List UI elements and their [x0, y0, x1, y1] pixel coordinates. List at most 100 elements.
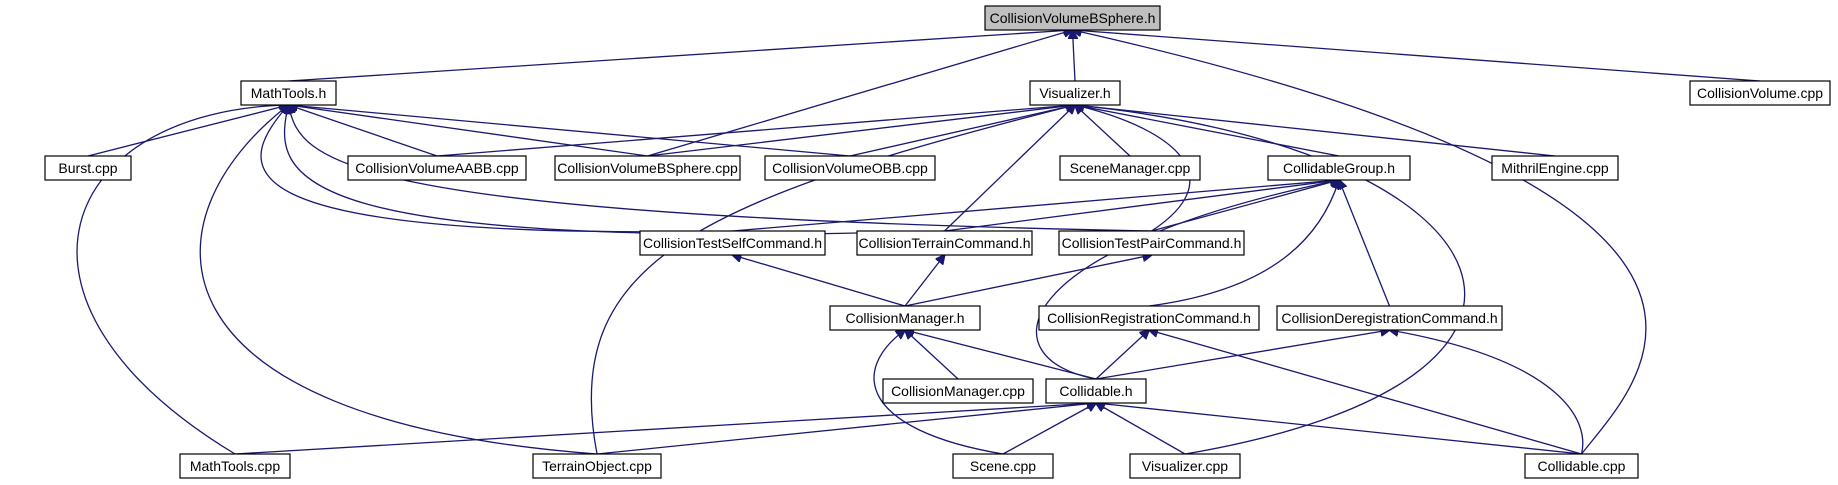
edges-layer [76, 30, 1761, 455]
node-collidable-cpp[interactable]: Collidable.cpp [1524, 453, 1639, 479]
node-collisionvolumebsphere-h[interactable]: CollisionVolumeBSphere.h [984, 5, 1161, 31]
node-mithrilengine-cpp[interactable]: MithrilEngine.cpp [1491, 155, 1619, 181]
node-label: Visualizer.h [1039, 85, 1110, 101]
edge-collidable_cpp-to-collisionvolumebsphere_h [1073, 30, 1647, 455]
node-box[interactable] [1491, 155, 1619, 181]
node-box[interactable] [1058, 230, 1245, 256]
node-label: Scene.cpp [970, 458, 1036, 474]
edge-collisionderegistrationcommand_h-to-collidablegroup_h [1339, 180, 1391, 307]
node-label: CollisionTerrainCommand.h [859, 235, 1031, 251]
node-label: Collidable.h [1059, 383, 1132, 399]
node-box[interactable] [856, 230, 1033, 256]
node-box[interactable] [240, 80, 337, 106]
node-box[interactable] [1129, 453, 1241, 479]
edge-collidable_h-to-collidablegroup_h [1035, 180, 1339, 380]
node-label: CollisionVolumeOBB.cpp [772, 160, 928, 176]
node-label: TerrainObject.cpp [542, 458, 652, 474]
node-box[interactable] [1276, 305, 1503, 331]
edge-collisiontestselfcommand_h-to-mathtools_h [260, 105, 733, 233]
node-mathtools-h[interactable]: MathTools.h [240, 80, 337, 106]
edge-collisionvolumebsphere_cpp-to-collisionvolumebsphere_h [647, 30, 1073, 157]
edge-mathtools_h-to-collisionvolumebsphere_h [288, 30, 1073, 82]
edge-collisionvolumeobb_cpp-to-mathtools_h [289, 105, 851, 157]
node-box[interactable] [1029, 80, 1121, 106]
edge-collisionregistrationcommand_h-to-collidablegroup_h [1148, 180, 1339, 307]
edge-scene_cpp-to-collisionmanager_h [873, 330, 1004, 455]
node-collisionvolume-cpp[interactable]: CollisionVolume.cpp [1689, 80, 1831, 106]
edge-collisionvolume_cpp-to-collisionvolumebsphere_h [1073, 30, 1761, 82]
edge-collidablegroup_h-to-visualizer_h [1075, 105, 1340, 157]
edge-collidable_h-to-collisionregistrationcommand_h [1095, 330, 1149, 380]
node-collisionderegistrationcommand-h[interactable]: CollisionDeregistrationCommand.h [1276, 305, 1503, 331]
node-collisiontestpaircommand-h[interactable]: CollisionTestPairCommand.h [1058, 230, 1245, 256]
node-box[interactable] [764, 155, 936, 181]
node-visualizer-cpp[interactable]: Visualizer.cpp [1129, 453, 1241, 479]
node-collidablegroup-h[interactable]: CollidableGroup.h [1267, 155, 1411, 181]
node-collisionvolumeaabb-cpp[interactable]: CollisionVolumeAABB.cpp [347, 155, 527, 181]
node-box[interactable] [1038, 305, 1260, 331]
edge-collidable_cpp-to-collisionregistrationcommand_h [1149, 330, 1582, 455]
edge-collidable_h-to-collisionderegistrationcommand_h [1095, 330, 1390, 380]
edge-collisiontestselfcommand_h-to-collidablegroup_h [732, 180, 1340, 232]
node-label: Collidable.cpp [1538, 458, 1626, 474]
node-box[interactable] [829, 305, 981, 331]
node-collisiontestselfcommand-h[interactable]: CollisionTestSelfCommand.h [639, 230, 826, 256]
edge-collisionmanager_h-to-collisionterraincommand_h [904, 255, 945, 307]
node-box[interactable] [1045, 378, 1147, 404]
node-box[interactable] [554, 155, 741, 181]
edge-collisionmanager_h-to-collisiontestselfcommand_h [733, 255, 906, 307]
node-collisionmanager-cpp[interactable]: CollisionManager.cpp [882, 378, 1034, 404]
node-visualizer-h[interactable]: Visualizer.h [1029, 80, 1121, 106]
edge-visualizer_cpp-to-collidable_h [1096, 403, 1186, 455]
node-scenemanager-cpp[interactable]: SceneManager.cpp [1059, 155, 1201, 181]
node-box[interactable] [532, 453, 662, 479]
node-box[interactable] [1524, 453, 1639, 479]
node-collisionvolumeobb-cpp[interactable]: CollisionVolumeOBB.cpp [764, 155, 936, 181]
node-label: CollisionManager.cpp [891, 383, 1025, 399]
node-collidable-h[interactable]: Collidable.h [1045, 378, 1147, 404]
node-label: MathTools.cpp [190, 458, 280, 474]
edge-visualizer_cpp-to-visualizer_h [1075, 105, 1466, 455]
edge-scenemanager_cpp-to-visualizer_h [1075, 105, 1131, 157]
node-label: CollidableGroup.h [1283, 160, 1395, 176]
edge-collisionvolumeaabb_cpp-to-mathtools_h [289, 105, 438, 157]
node-label: MithrilEngine.cpp [1501, 160, 1609, 176]
node-terrainobject-cpp[interactable]: TerrainObject.cpp [532, 453, 662, 479]
node-box[interactable] [44, 155, 132, 181]
node-burst-cpp[interactable]: Burst.cpp [44, 155, 132, 181]
node-label: MathTools.h [251, 85, 326, 101]
node-label: CollisionRegistrationCommand.h [1047, 310, 1251, 326]
edge-collisionvolumeobb_cpp-to-visualizer_h [849, 105, 1075, 157]
node-mathtools-cpp[interactable]: MathTools.cpp [179, 453, 291, 479]
node-box[interactable] [882, 378, 1034, 404]
node-box[interactable] [1689, 80, 1831, 106]
node-label: CollisionTestSelfCommand.h [643, 235, 822, 251]
node-label: Visualizer.cpp [1142, 458, 1228, 474]
edge-collidable_h-to-collisionmanager_h [905, 330, 1097, 380]
node-collisionregistrationcommand-h[interactable]: CollisionRegistrationCommand.h [1038, 305, 1260, 331]
edge-scene_cpp-to-collidable_h [1002, 403, 1096, 455]
node-box[interactable] [347, 155, 527, 181]
edge-terrainobject_cpp-to-collidable_h [596, 403, 1096, 455]
edge-burst_cpp-to-mathtools_h [87, 105, 289, 157]
node-collisionterraincommand-h[interactable]: CollisionTerrainCommand.h [856, 230, 1033, 256]
node-box[interactable] [1059, 155, 1201, 181]
node-label: CollisionManager.h [845, 310, 964, 326]
node-label: SceneManager.cpp [1070, 160, 1191, 176]
node-box[interactable] [952, 453, 1054, 479]
node-box[interactable] [984, 5, 1161, 31]
node-collisionvolumebsphere-cpp[interactable]: CollisionVolumeBSphere.cpp [554, 155, 741, 181]
node-label: CollisionVolumeAABB.cpp [355, 160, 519, 176]
edge-collisionterraincommand_h-to-visualizer_h [944, 105, 1076, 232]
edge-collisionmanager_cpp-to-collisionmanager_h [905, 330, 959, 380]
edge-terrainobject_cpp-to-mathtools_h [199, 105, 598, 455]
node-scene-cpp[interactable]: Scene.cpp [952, 453, 1054, 479]
node-box[interactable] [1267, 155, 1411, 181]
edge-collisionvolumebsphere_cpp-to-mathtools_h [289, 105, 648, 157]
node-box[interactable] [639, 230, 826, 256]
node-label: CollisionVolume.cpp [1697, 85, 1823, 101]
node-box[interactable] [179, 453, 291, 479]
edge-collidable_cpp-to-collisionderegistrationcommand_h [1390, 330, 1584, 455]
node-collisionmanager-h[interactable]: CollisionManager.h [829, 305, 981, 331]
